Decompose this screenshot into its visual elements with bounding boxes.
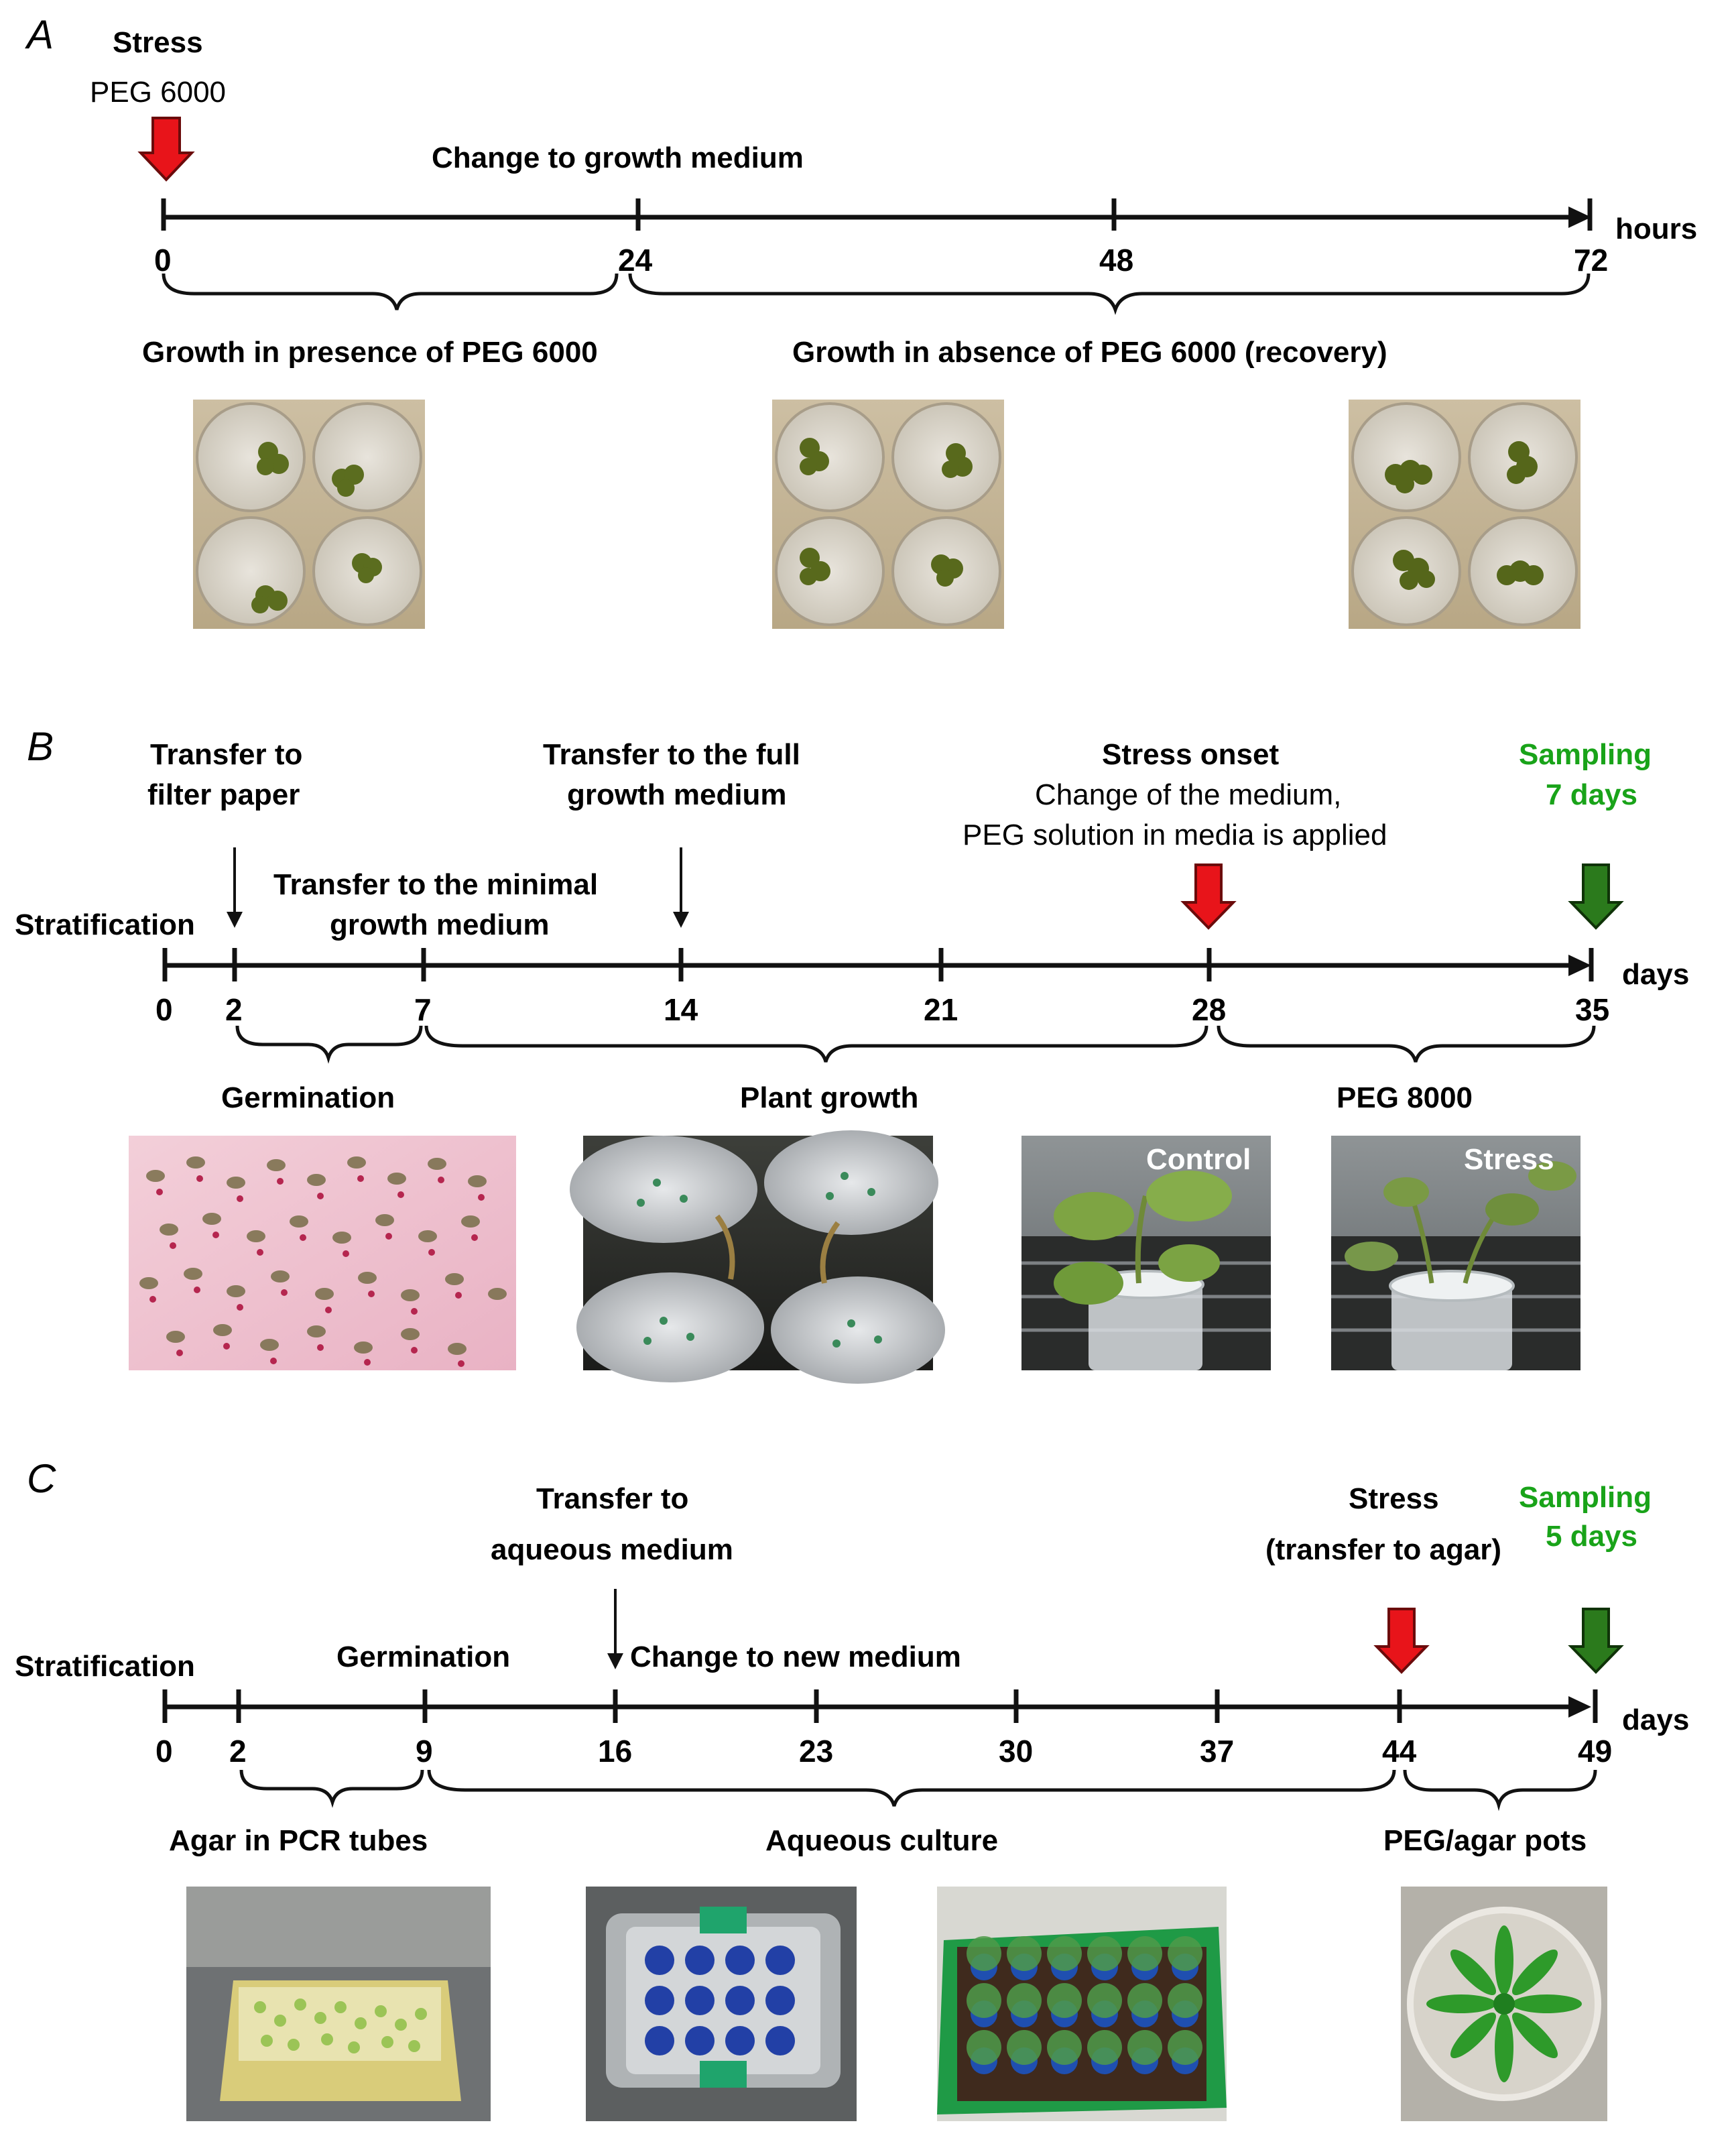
sampling-b-line2: 7 days: [1546, 778, 1637, 811]
timeline-b-unit: days: [1622, 958, 1689, 991]
tick-label-c-49: 49: [1578, 1734, 1612, 1769]
transfer-full-line1: Transfer to the full: [543, 738, 800, 771]
photo-a-0h: [193, 400, 425, 629]
stress-label: Stress: [113, 26, 203, 59]
tick-label-b-2: 2: [225, 992, 243, 1027]
germination-c: Germination: [336, 1640, 510, 1673]
brace-b-2: [424, 1025, 1208, 1063]
sampling-c-line2: 5 days: [1546, 1520, 1637, 1553]
arrow-b-full-head-icon: [673, 912, 689, 928]
phase-c-2: Aqueous culture: [765, 1824, 998, 1857]
panel-a-letter: A: [25, 12, 54, 57]
tick-label-b-7: 7: [414, 992, 432, 1027]
photo-b-stress: Stress: [1331, 1136, 1580, 1370]
phase-b-1: Germination: [221, 1081, 395, 1114]
brace-a-2: [628, 273, 1591, 315]
tick-label-b-0: 0: [156, 992, 173, 1027]
tick-label-c-2: 2: [229, 1734, 247, 1769]
tick-label-c-44: 44: [1382, 1734, 1417, 1769]
brace-b-1: [235, 1025, 423, 1064]
phase-c-1: Agar in PCR tubes: [169, 1824, 428, 1857]
stress-arrow-icon: [137, 117, 195, 182]
tick-label-c-0: 0: [156, 1734, 173, 1769]
arrow-c-aqueous-head-icon: [607, 1653, 623, 1669]
sampling-arrow-b-icon: [1568, 863, 1624, 930]
transfer-filter-line1: Transfer to: [150, 738, 302, 771]
brace-c-3: [1403, 1769, 1597, 1811]
photo-c-pcr-tubes: [186, 1887, 491, 2121]
photo-c-aqueous-box: [586, 1887, 857, 2121]
transfer-filter-line2: filter paper: [147, 778, 300, 811]
transfer-aqueous-line2: aqueous medium: [491, 1533, 733, 1566]
photo-control-label: Control: [1146, 1143, 1251, 1176]
panel-b: B Transfer to filter paper Transfer to t…: [15, 724, 1689, 1384]
stratification-c: Stratification: [15, 1650, 195, 1683]
timeline-a-unit: hours: [1615, 213, 1697, 245]
transfer-minimal-line2: growth medium: [330, 908, 550, 941]
stress-agent: PEG 6000: [90, 76, 226, 109]
tick-label-c-37: 37: [1200, 1734, 1234, 1769]
stress-onset-label: Stress onset: [1102, 738, 1279, 771]
tick-label-b-35: 35: [1575, 992, 1609, 1027]
timeline-a-arrowhead-icon: [1568, 206, 1591, 228]
tick-label-a-72: 72: [1574, 243, 1608, 278]
stress-desc-line2: PEG solution in media is applied: [963, 819, 1387, 851]
brace-b-3: [1217, 1025, 1596, 1063]
tick-label-a-0: 0: [154, 243, 172, 278]
tick-label-b-28: 28: [1192, 992, 1226, 1027]
tick-label-c-16: 16: [598, 1734, 632, 1769]
phase-b-3: PEG 8000: [1337, 1081, 1473, 1114]
panel-c: C Transfer to aqueous medium Stress (tra…: [15, 1456, 1689, 2121]
tick-label-a-24: 24: [618, 243, 653, 278]
change-medium-c: Change to new medium: [630, 1640, 961, 1673]
transfer-aqueous-line1: Transfer to: [536, 1482, 688, 1515]
phase-c-3: PEG/agar pots: [1383, 1824, 1587, 1857]
timeline-c-unit: days: [1622, 1704, 1689, 1736]
transfer-minimal-line1: Transfer to the minimal: [273, 868, 598, 901]
panel-a: A Stress PEG 6000 Change to growth mediu…: [25, 12, 1697, 629]
brace-a-1: [162, 273, 619, 310]
arrow-b-filter-head-icon: [227, 912, 243, 928]
stratification-b: Stratification: [15, 908, 195, 941]
timeline-c-arrowhead-icon: [1568, 1696, 1591, 1718]
tick-label-b-21: 21: [924, 992, 958, 1027]
timeline-b-arrowhead-icon: [1568, 955, 1591, 976]
tick-label-a-48: 48: [1099, 243, 1133, 278]
brace-c-1: [239, 1769, 424, 1808]
sampling-b-line1: Sampling: [1519, 738, 1652, 771]
stress-arrow-c-icon: [1373, 1608, 1430, 1674]
photo-b-plant-growth: [570, 1130, 945, 1384]
tick-label-c-9: 9: [416, 1734, 433, 1769]
sampling-c-line1: Sampling: [1519, 1481, 1652, 1514]
sampling-arrow-c-icon: [1568, 1608, 1624, 1674]
tick-label-c-23: 23: [799, 1734, 833, 1769]
stress-arrow-b-icon: [1180, 863, 1237, 930]
panel-c-letter: C: [27, 1456, 56, 1501]
phase-a-1: Growth in presence of PEG 6000: [142, 336, 598, 369]
panel-b-letter: B: [27, 724, 54, 769]
photo-stress-label: Stress: [1464, 1143, 1554, 1176]
transfer-full-line2: growth medium: [567, 778, 787, 811]
phase-a-2: Growth in absence of PEG 6000 (recovery): [792, 336, 1387, 369]
photo-b-germination: [129, 1136, 516, 1370]
photo-b-control: Control: [1021, 1136, 1271, 1370]
stress-c-line2: (transfer to agar): [1265, 1533, 1501, 1566]
brace-c-2: [427, 1769, 1396, 1807]
phase-b-2: Plant growth: [740, 1081, 918, 1114]
photo-c-aqueous-culture: [937, 1887, 1227, 2121]
photo-a-24h: [772, 400, 1004, 629]
tick-label-b-14: 14: [664, 992, 698, 1027]
change-medium-label: Change to growth medium: [432, 141, 804, 174]
stress-c-line1: Stress: [1349, 1482, 1439, 1515]
photo-a-72h: [1349, 400, 1580, 629]
stress-desc-line1: Change of the medium,: [1035, 778, 1341, 811]
tick-label-c-30: 30: [999, 1734, 1033, 1769]
photo-c-peg-agar-pot: [1401, 1887, 1607, 2121]
